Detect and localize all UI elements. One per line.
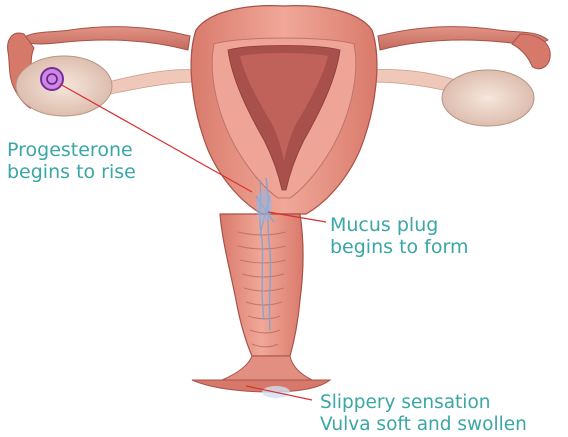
vaginal-canal [222, 356, 312, 380]
mucus-plug-core [256, 190, 272, 222]
right-ovary [442, 70, 534, 126]
left-fallopian-tube [20, 27, 190, 50]
label-progesterone-line1: Progesterone [7, 139, 136, 161]
label-slippery-sensation: Slippery sensation Vulva soft and swolle… [320, 392, 527, 436]
label-slippery-line2: Vulva soft and swollen [320, 414, 527, 436]
label-mucus-line2: begins to form [330, 236, 468, 258]
label-mucus-line1: Mucus plug [330, 214, 468, 236]
right-ovarian-ligament [372, 69, 456, 92]
label-progesterone: Progesterone begins to rise [7, 139, 136, 183]
label-slippery-line1: Slippery sensation [320, 392, 527, 414]
vulva [192, 380, 330, 392]
label-mucus-plug: Mucus plug begins to form [330, 214, 468, 258]
ovarian-follicle [41, 68, 63, 90]
label-progesterone-line2: begins to rise [7, 161, 136, 183]
left-ovarian-ligament [108, 70, 196, 94]
